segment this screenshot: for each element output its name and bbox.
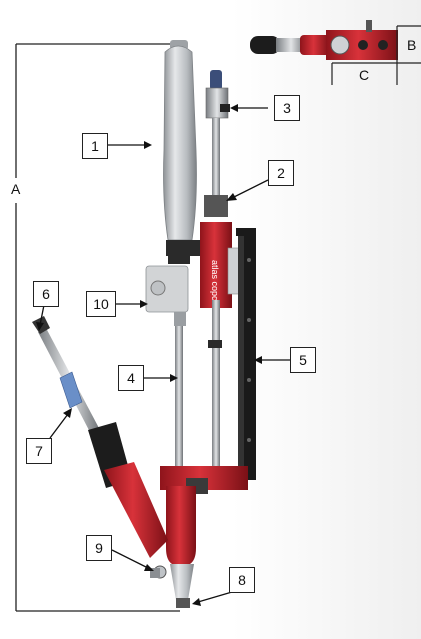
top-view-tool [250, 20, 398, 60]
callout-7: 7 [26, 438, 52, 464]
dimension-a-label: A [11, 181, 21, 197]
callout-4: 4 [118, 365, 144, 391]
callout-6: 6 [33, 281, 59, 307]
dimension-a-bracket [15, 43, 180, 612]
callout-8: 8 [229, 567, 255, 593]
black-rail [236, 228, 256, 480]
callout-10: 10 [86, 291, 116, 317]
callout-9: 9 [86, 535, 112, 561]
callout-3: 3 [274, 95, 300, 121]
leader-arrows [36, 104, 290, 606]
dimension-c-label: C [359, 67, 370, 83]
angled-handle [32, 316, 168, 579]
callout-2: 2 [268, 160, 294, 186]
nutrunner-body [163, 40, 197, 264]
dimension-b-label: B [407, 37, 417, 53]
bottom-housing [160, 466, 248, 608]
reaction-rod-top [204, 70, 230, 217]
sensor-box [145, 265, 189, 326]
extension-shaft [175, 300, 222, 476]
callout-5: 5 [290, 347, 316, 373]
dimension-b-c-lines [331, 25, 421, 85]
brand-label: atlas copco [210, 260, 220, 306]
callout-1: 1 [82, 133, 108, 159]
